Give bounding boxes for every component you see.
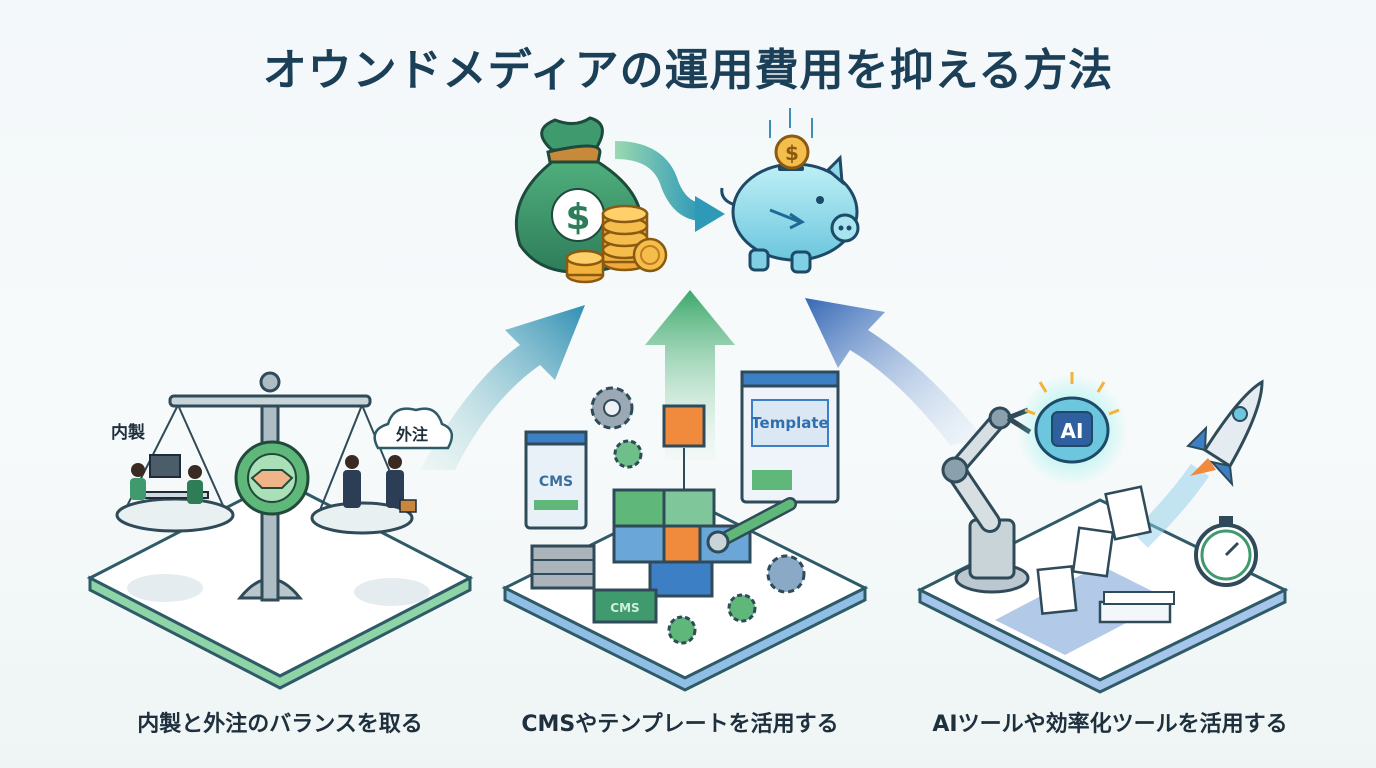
cms-block [592,588,658,624]
arrow-from-right [805,298,985,445]
robot-arm-icon [941,406,1032,594]
cube-icon [612,404,752,598]
document-icon [1036,485,1175,624]
label-cms-block: CMS [610,601,639,615]
piggy-bank-icon: $ [720,108,860,274]
flow-arrow [614,141,702,221]
arrow-from-left [420,305,585,470]
page-title: オウンドメディアの運用費用を抑える方法 [262,45,1114,96]
outsource-team-icon [343,455,417,513]
wrench-icon [706,497,797,554]
label-ai: AI [1061,419,1084,443]
label-inhouse: 内製 [111,422,145,443]
template-window [740,370,840,504]
caption-ai-tools: AIツールや効率化ツールを活用する [932,712,1288,737]
rocket-icon [1132,379,1264,548]
cms-window [524,430,588,530]
caption-cms-template: CMSやテンプレートを活用する [521,712,839,737]
gear-icon [590,386,806,645]
brick-block [530,544,596,590]
ai-brain-icon [1016,372,1128,486]
outsource-cloud [373,407,454,450]
label-template: Template [751,414,828,432]
label-cms: CMS [539,474,573,490]
handshake-gear-icon [234,440,310,516]
flow-arrow-head [695,196,725,232]
inhouse-team-icon [130,454,209,504]
svg-text:$: $ [785,141,799,165]
caption-inhouse-outsource: 内製と外注のバランスを取る [137,712,423,737]
stopwatch-icon [1194,516,1258,587]
coin-stack-icon [565,204,668,284]
label-outsource: 外注 [395,425,428,444]
svg-text:$: $ [565,197,590,238]
